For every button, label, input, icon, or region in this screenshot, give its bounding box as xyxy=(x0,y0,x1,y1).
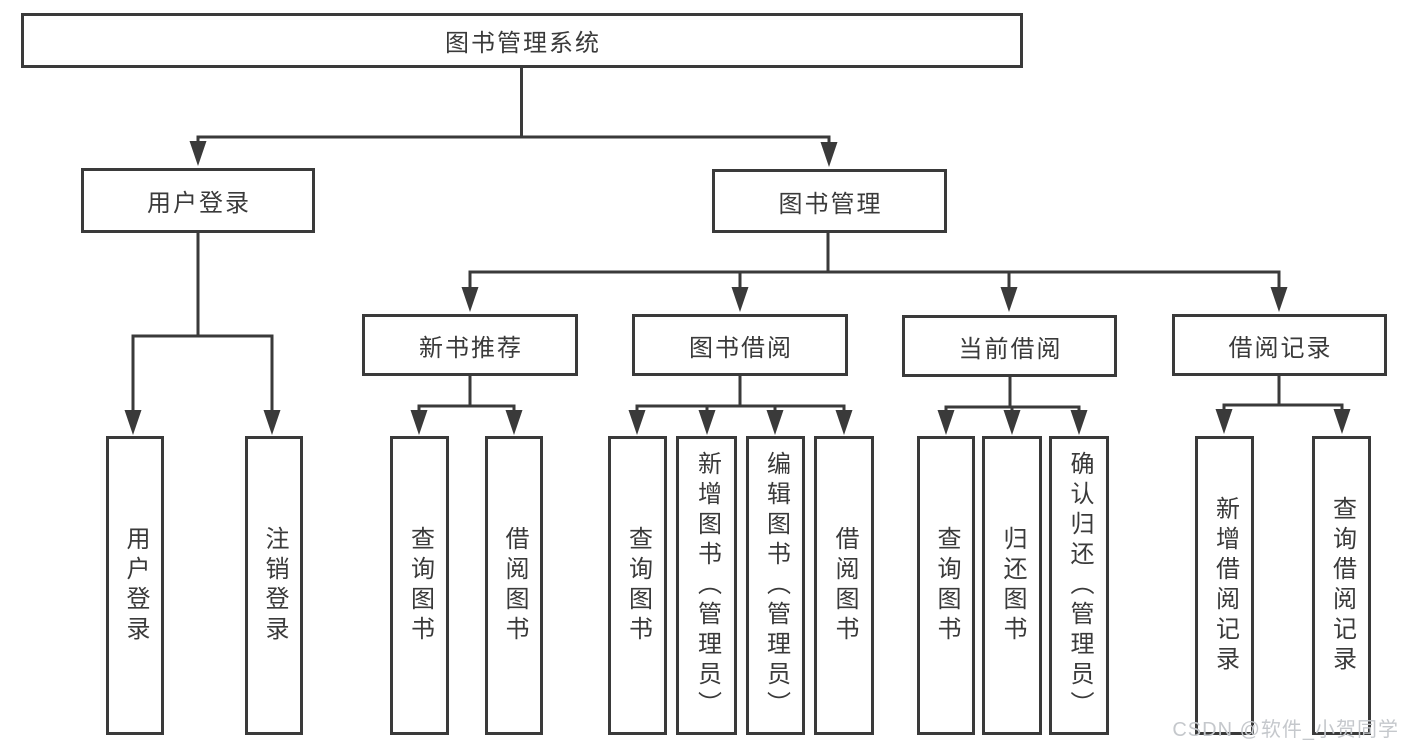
node-label: 图书管理 xyxy=(778,190,883,218)
leaf-label: 借阅图书 xyxy=(501,525,528,646)
node-label: 新书推荐 xyxy=(419,334,523,362)
leaf-bb-add-books-admin: 新增图书（管理员） xyxy=(676,436,737,735)
leaf-label: 新增图书（管理员） xyxy=(693,450,721,721)
node-label: 当前借阅 xyxy=(958,335,1063,363)
leaf-label: 查询图书 xyxy=(406,525,434,646)
leaf-br-add-record: 新增借阅记录 xyxy=(1195,436,1254,735)
node-user-login: 用户登录 xyxy=(81,168,315,233)
leaf-label: 确认归还（管理员） xyxy=(1066,450,1093,721)
leaf-label: 查询借阅记录 xyxy=(1328,495,1356,676)
node-root: 图书管理系统 xyxy=(21,13,1023,68)
leaf-bb-edit-books-admin: 编辑图书（管理员） xyxy=(746,436,805,735)
leaf-label: 查询图书 xyxy=(624,525,652,646)
leaf-label: 编辑图书（管理员） xyxy=(762,450,790,721)
leaf-label: 用户登录 xyxy=(122,525,149,646)
leaf-nb-query-books: 查询图书 xyxy=(390,436,449,735)
node-label: 图书借阅 xyxy=(689,334,793,362)
leaf-label: 借阅图书 xyxy=(831,525,858,646)
leaf-nb-borrow-books: 借阅图书 xyxy=(485,436,543,735)
leaf-cb-query-books: 查询图书 xyxy=(917,436,975,735)
node-current-borrow: 当前借阅 xyxy=(902,315,1117,377)
leaf-label: 新增借阅记录 xyxy=(1211,495,1239,676)
node-new-book-recommend: 新书推荐 xyxy=(362,314,578,376)
leaf-cb-return-books: 归还图书 xyxy=(982,436,1042,735)
watermark: CSDN @软件_小贺同学 xyxy=(1172,719,1399,741)
leaf-label: 查询图书 xyxy=(933,525,960,646)
node-label: 用户登录 xyxy=(147,190,251,217)
node-book-borrow: 图书借阅 xyxy=(632,314,848,376)
leaf-logout: 注销登录 xyxy=(245,436,303,735)
leaf-br-query-record: 查询借阅记录 xyxy=(1312,436,1371,735)
node-borrow-records: 借阅记录 xyxy=(1172,314,1387,376)
node-book-management: 图书管理 xyxy=(712,169,947,233)
leaf-label: 注销登录 xyxy=(261,525,288,646)
leaf-bb-borrow-books: 借阅图书 xyxy=(814,436,874,735)
node-label: 图书管理系统 xyxy=(445,30,601,57)
node-label: 借阅记录 xyxy=(1228,334,1333,362)
leaf-user-login: 用户登录 xyxy=(106,436,164,735)
leaf-label: 归还图书 xyxy=(999,525,1026,646)
leaf-cb-confirm-return-admin: 确认归还（管理员） xyxy=(1049,436,1109,735)
leaf-bb-query-books: 查询图书 xyxy=(608,436,667,735)
